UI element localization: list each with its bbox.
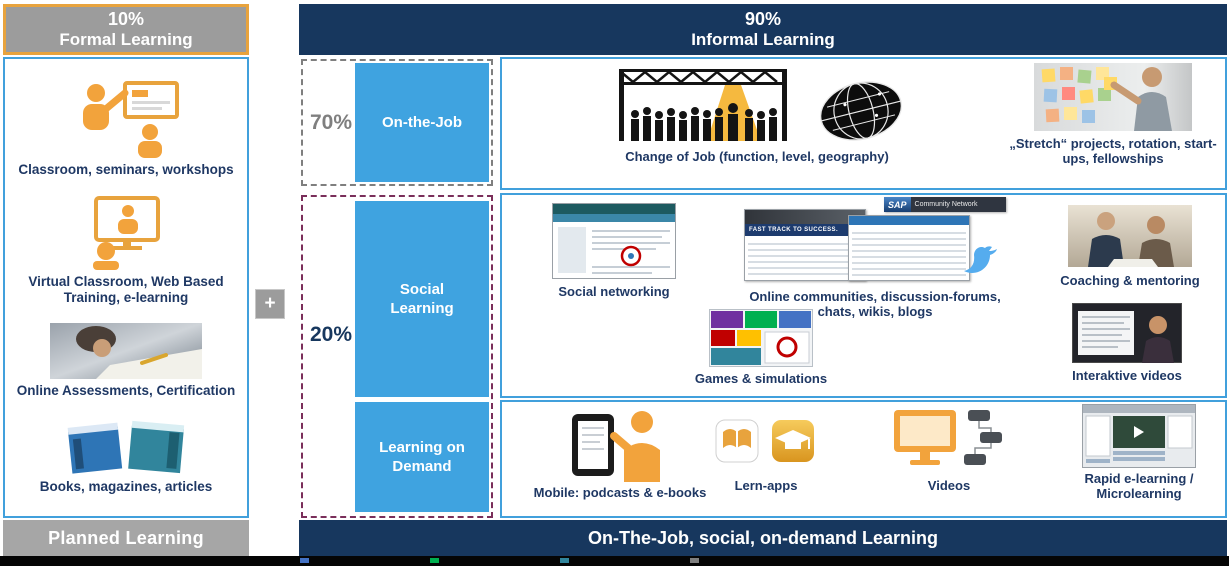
informal-learning-footer: On-The-Job, social, on-demand Learning [299, 520, 1227, 556]
social-network-screenshot [552, 203, 676, 279]
change-of-job-label: Change of Job (function, level, geograph… [625, 149, 889, 164]
bottom-strip-mark [690, 558, 699, 563]
formal-item-label: Books, magazines, articles [39, 478, 213, 494]
screenshot-header-bar [849, 216, 969, 225]
formal-title: Formal Learning [59, 30, 193, 49]
sap-logo: SAP [884, 197, 911, 212]
online-communities-item: FAST TRACK TO SUCCESS. SAP Community Net… [730, 197, 1020, 320]
learning-on-demand-content: Mobile: podcasts & e-books Lern-apps [500, 400, 1227, 518]
videos-label: Videos [927, 478, 971, 493]
twitter-bird-icon [960, 243, 1000, 282]
screenshot-text-lines [852, 228, 966, 277]
informal-percent: 90% [744, 9, 782, 29]
on-the-job-category: On-the-Job [355, 63, 489, 182]
seventy-percent-group: 70% On-the-Job [301, 59, 493, 186]
stage-crowd-icon [619, 69, 787, 141]
planned-learning-bar: Planned Learning [3, 520, 249, 556]
change-of-job-item: Change of Job (function, level, geograph… [542, 65, 972, 164]
formal-learning-panel: Classroom, seminars, workshops Virtual C… [3, 57, 249, 518]
screenshot-text-lines [748, 239, 862, 277]
formal-item-assessments: Online Assessments, Certification [16, 323, 236, 399]
formal-item-virtual-classroom: Virtual Classroom, Web Based Training, e… [13, 195, 239, 306]
bottom-strip [0, 556, 1229, 566]
bottom-strip-mark [560, 558, 569, 563]
video-monitor-icon [894, 410, 1002, 465]
plus-connector: + [255, 289, 285, 319]
mobile-podcasts-label: Mobile: podcasts & e-books [533, 485, 707, 500]
videos-item: Videos [874, 406, 1024, 493]
informal-learning-header: 90% Informal Learning [299, 4, 1227, 55]
social-networking-label: Social networking [558, 284, 670, 299]
formal-item-classroom: Classroom, seminars, workshops [18, 80, 234, 178]
books-icon [67, 420, 185, 474]
on-the-job-content: Change of Job (function, level, geograph… [500, 57, 1227, 190]
learn-apps-icons [715, 419, 814, 463]
sticky-notes-photo [1034, 63, 1192, 131]
globe-icon [819, 81, 903, 141]
communities-screenshot-1: FAST TRACK TO SUCCESS. [744, 209, 866, 281]
screenshot-banner-photo [745, 210, 865, 224]
formal-item-books: Books, magazines, articles [39, 417, 213, 495]
mobile-podcasts-item: Mobile: podcasts & e-books [532, 406, 708, 500]
learn-apps-item: Lern-apps [698, 418, 834, 493]
bottom-strip-mark [300, 558, 309, 563]
fast-track-band: FAST TRACK TO SUCCESS. [745, 224, 865, 236]
sap-banner-text: Community Network [910, 197, 1006, 212]
communities-screenshots: FAST TRACK TO SUCCESS. SAP Community Net… [744, 197, 1006, 285]
formal-item-label: Virtual Classroom, Web Based Training, e… [28, 273, 224, 305]
social-learning-category: Social Learning [355, 201, 489, 397]
learning-on-demand-category: Learning on Demand [355, 402, 489, 512]
rapid-elearning-label: Rapid e-learning / Microlearning [1084, 471, 1194, 502]
learn-apps-label: Lern-apps [734, 478, 798, 493]
classroom-icon [82, 81, 179, 159]
change-of-job-images [609, 65, 905, 143]
formal-percent: 10% [107, 9, 145, 29]
stretch-projects-label: „Stretch“ projects, rotation, start-ups,… [1009, 136, 1217, 167]
sap-community-network-banner: SAP Community Network [884, 197, 1006, 212]
online-communities-label: Online communities, discussion-forums, c… [749, 289, 1001, 320]
games-label: Games & simulations [694, 371, 828, 386]
coaching-photo [1068, 205, 1192, 267]
twenty-percent-label: 20% [310, 323, 353, 346]
virtual-classroom-icon [93, 195, 160, 270]
social-learning-content: Social networking FAST TRACK TO SUCCESS.… [500, 193, 1227, 398]
online-assessment-photo [49, 323, 202, 380]
bottom-strip-mark [430, 558, 439, 563]
communities-screenshot-2 [848, 215, 970, 281]
fast-track-text: FAST TRACK TO SUCCESS. [749, 227, 839, 233]
coaching-label: Coaching & mentoring [1060, 273, 1200, 288]
mobile-podcast-icon [572, 411, 660, 482]
coaching-item: Coaching & mentoring [1054, 205, 1206, 288]
informal-title: Informal Learning [691, 30, 835, 49]
social-networking-item: Social networking [538, 203, 690, 299]
interactive-videos-label: Interaktive videos [1072, 368, 1182, 383]
rapid-elearning-screenshot [1082, 404, 1196, 468]
formal-item-label: Classroom, seminars, workshops [18, 162, 234, 178]
interactive-videos-item: Interaktive videos [1047, 303, 1207, 383]
twenty-percent-group: 20% Social Learning Learning on Demand [301, 195, 493, 518]
seventy-percent-label: 70% [310, 110, 353, 134]
formal-item-label: Online Assessments, Certification [16, 383, 236, 399]
formal-learning-header: 10% Formal Learning [3, 4, 249, 55]
games-item: Games & simulations [670, 309, 852, 386]
stretch-projects-item: „Stretch“ projects, rotation, start-ups,… [1007, 63, 1219, 167]
games-screenshot [709, 309, 813, 367]
rapid-elearning-item: Rapid e-learning / Microlearning [1058, 404, 1220, 502]
interactive-video-screenshot [1072, 303, 1182, 363]
